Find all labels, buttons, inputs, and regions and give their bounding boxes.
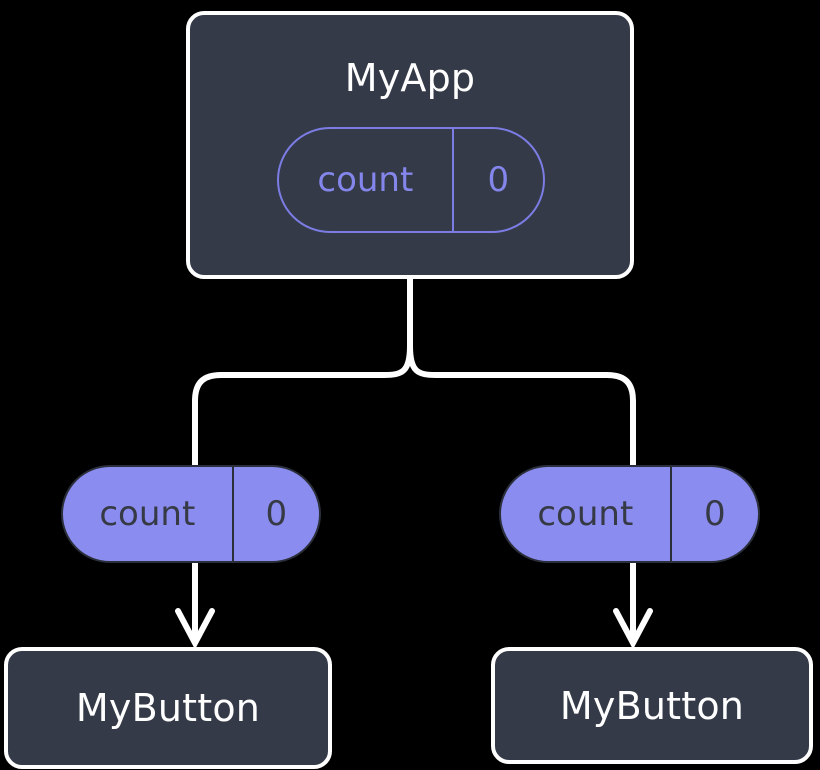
arrow-head-right xyxy=(613,608,653,650)
edge-root-to-children xyxy=(407,276,636,469)
node-mybutton-left[interactable]: MyButton xyxy=(4,647,332,769)
state-pill-right-child-value: 0 xyxy=(704,494,726,534)
state-pill-right-child[interactable]: count 0 xyxy=(499,465,760,563)
state-pill-myapp[interactable]: count 0 xyxy=(277,127,545,233)
state-pill-left-child-value: 0 xyxy=(265,494,288,534)
state-pill-myapp-value: 0 xyxy=(487,160,510,200)
state-pill-left-child-key: count xyxy=(63,467,234,561)
node-mybutton-right[interactable]: MyButton xyxy=(491,647,813,764)
state-pill-right-child-key: count xyxy=(501,467,672,561)
node-myapp-label: MyApp xyxy=(344,56,476,100)
state-pill-myapp-key: count xyxy=(279,129,454,231)
state-pill-left-child[interactable]: count 0 xyxy=(61,465,321,563)
node-myapp[interactable]: MyApp xyxy=(186,11,634,279)
edge-root-to-left-child xyxy=(192,343,413,469)
node-mybutton-left-label: MyButton xyxy=(75,686,261,730)
arrow-head-left xyxy=(175,608,215,650)
node-mybutton-right-label: MyButton xyxy=(559,683,745,728)
